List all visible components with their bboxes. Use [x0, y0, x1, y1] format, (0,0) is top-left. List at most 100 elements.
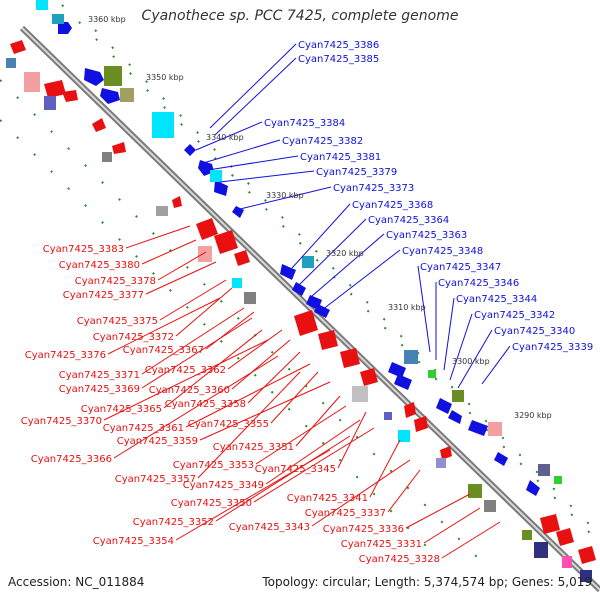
kbp-tick-label: 3320 kbp	[326, 249, 364, 258]
reverse-leader-line	[311, 459, 411, 527]
forward-strand-genes	[58, 22, 540, 496]
reverse-leader-line	[145, 261, 217, 295]
reverse-leader-line	[175, 449, 331, 541]
reverse-leader-line	[159, 279, 227, 321]
forward-gene-label: Cyan7425_3386	[298, 40, 379, 51]
reverse-leader-line	[405, 493, 471, 529]
reverse-leader-line	[199, 381, 331, 441]
reverse-leader-line	[107, 297, 221, 355]
reverse-leader-line	[441, 521, 501, 559]
reverse-leader-line	[141, 307, 245, 375]
map-title: Cyanothece sp. PCC 7425, complete genome	[141, 8, 459, 24]
reverse-gene-label: Cyan7425_3354	[93, 536, 174, 547]
reverse-leader-line	[295, 395, 341, 447]
reverse-leader-line	[369, 439, 401, 498]
reverse-leader-line	[175, 287, 233, 337]
reverse-gene-label: Cyan7425_3375	[77, 316, 158, 327]
reverse-leader-line	[255, 405, 347, 465]
forward-leader-line	[199, 139, 281, 165]
forward-leader-line	[311, 233, 385, 297]
forward-gene-label: Cyan7425_3340	[494, 326, 575, 337]
forward-gene-label: Cyan7425_3342	[474, 310, 555, 321]
forward-gene-label: Cyan7425_3364	[368, 215, 449, 226]
reverse-leader-line	[163, 329, 263, 409]
forward-gene-label: Cyan7425_3373	[333, 183, 414, 194]
reverse-gene-label: Cyan7425_3383	[43, 244, 124, 255]
reverse-gene-label: Cyan7425_3359	[117, 436, 198, 447]
reverse-gene-label: Cyan7425_3376	[25, 350, 106, 361]
forward-leader-line	[449, 313, 473, 381]
reverse-gene-label: Cyan7425_3365	[81, 404, 162, 415]
reverse-leader-line	[337, 411, 367, 469]
kbp-tick-label: 3330 kbp	[266, 191, 304, 200]
accession-text: Accession: NC_011884	[8, 575, 145, 589]
reverse-gene-label: Cyan7425_3367	[123, 345, 204, 356]
reverse-gene-label: Cyan7425_3360	[149, 385, 230, 396]
forward-leader-line	[291, 203, 351, 269]
reverse-leader-line	[387, 469, 421, 513]
forward-leader-line	[457, 329, 493, 389]
forward-leader-line	[219, 170, 315, 183]
reverse-gene-label: Cyan7425_3351	[213, 442, 294, 453]
reverse-gene-label: Cyan7425_3352	[133, 517, 214, 528]
reverse-gene-label: Cyan7425_3350	[171, 498, 252, 509]
reverse-gene-label: Cyan7425_3328	[359, 554, 440, 565]
reverse-leader-line	[113, 355, 279, 459]
reverse-gene-label: Cyan7425_3353	[173, 460, 254, 471]
forward-gene-label: Cyan7425_3346	[438, 278, 519, 289]
forward-leader-line	[297, 218, 367, 287]
reverse-gene-label: Cyan7425_3343	[229, 522, 310, 533]
kbp-tick-label: 3310 kbp	[388, 303, 426, 312]
forward-leader-line	[195, 121, 263, 151]
reverse-leader-line	[125, 225, 191, 249]
forward-leader-line	[235, 186, 332, 211]
kbp-tick-label: 3290 kbp	[514, 411, 552, 420]
reverse-leader-line	[103, 339, 269, 421]
forward-leader-line	[207, 155, 299, 171]
reverse-gene-label: Cyan7425_3361	[103, 423, 184, 434]
forward-label-leaders	[195, 43, 511, 389]
forward-gene-label: Cyan7425_3363	[386, 230, 467, 241]
reverse-leader-line	[205, 311, 255, 350]
reverse-labels: Cyan7425_3383Cyan7425_3380Cyan7425_3378C…	[21, 244, 440, 565]
forward-leader-line	[321, 249, 401, 311]
forward-labels: Cyan7425_3386Cyan7425_3385Cyan7425_3384C…	[264, 40, 593, 353]
reverse-gene-label: Cyan7425_3372	[93, 332, 174, 343]
reverse-leader-line	[157, 251, 207, 281]
forward-gene-label: Cyan7425_3347	[420, 262, 501, 273]
reverse-leader-line	[185, 363, 311, 428]
reverse-gene-label: Cyan7425_3337	[305, 508, 386, 519]
reverse-gene-label: Cyan7425_3380	[59, 260, 140, 271]
reverse-leader-line	[141, 239, 197, 265]
reverse-leader-line	[215, 435, 351, 522]
reverse-gene-label: Cyan7425_3366	[31, 454, 112, 465]
forward-colored-blocks	[36, 0, 562, 484]
reverse-gene-label: Cyan7425_3358	[165, 399, 246, 410]
reverse-label-leaders	[103, 225, 501, 559]
reverse-leader-line	[197, 371, 301, 479]
reverse-gene-label: Cyan7425_3345	[255, 464, 336, 475]
kbp-tick-label: 3340 kbp	[206, 133, 244, 142]
forward-leader-line	[481, 345, 511, 385]
forward-gene-label: Cyan7425_3379	[316, 167, 397, 178]
kbp-tick-label: 3360 kbp	[88, 15, 126, 24]
genome-backbone	[19, 25, 600, 593]
forward-leader-line	[443, 297, 455, 371]
reverse-gene-label: Cyan7425_3371	[59, 370, 140, 381]
reverse-gene-label: Cyan7425_3349	[183, 480, 264, 491]
reverse-gene-label: Cyan7425_3370	[21, 416, 102, 427]
reverse-gene-label: Cyan7425_3369	[59, 384, 140, 395]
reverse-gene-label: Cyan7425_3362	[145, 365, 226, 376]
forward-gene-label: Cyan7425_3385	[298, 54, 379, 65]
reverse-gene-label: Cyan7425_3377	[63, 290, 144, 301]
forward-gene-label: Cyan7425_3348	[402, 246, 483, 257]
reverse-gene-label: Cyan7425_3336	[323, 524, 404, 535]
reverse-gene-label: Cyan7425_3331	[341, 539, 422, 550]
reverse-gene-label: Cyan7425_3341	[287, 493, 368, 504]
reverse-colored-blocks	[6, 58, 592, 582]
reverse-leader-line	[227, 329, 283, 370]
reverse-leader-line	[247, 351, 301, 404]
forward-leader-line	[417, 265, 431, 353]
